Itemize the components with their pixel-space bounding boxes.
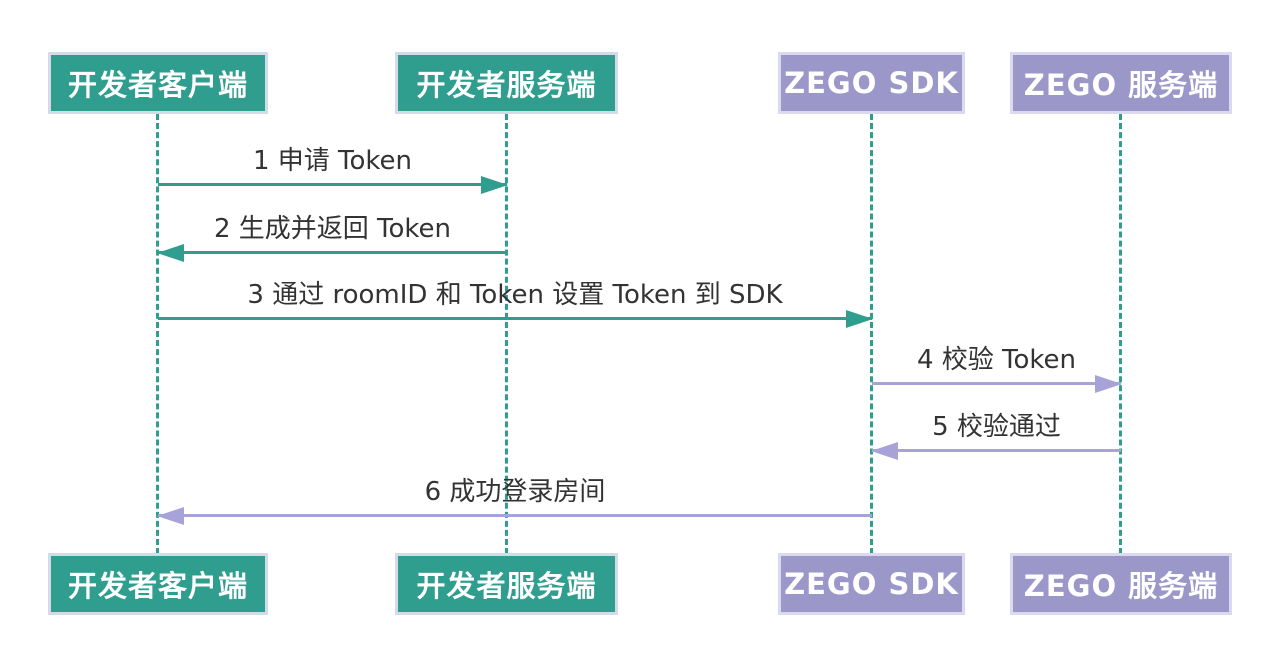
lifeline-zego-server [1119, 114, 1122, 554]
lifeline-zego-sdk [870, 114, 873, 554]
message-arrow [872, 374, 1122, 393]
actor-label: 开发者客户端 [67, 68, 248, 102]
message-1-request-token: 1 申请 Token [158, 140, 508, 194]
message-arrow [871, 441, 1121, 460]
message-arrow [158, 309, 873, 328]
actor-bottom-developer-client: 开发者客户端 [48, 553, 268, 615]
actor-top-developer-client: 开发者客户端 [48, 52, 268, 114]
actor-label: 开发者客户端 [67, 569, 248, 603]
actor-label: ZEGO SDK [784, 567, 959, 601]
message-arrow [157, 243, 507, 262]
actor-bottom-zego-sdk: ZEGO SDK [778, 553, 965, 615]
message-label: 2 生成并返回 Token [213, 214, 452, 244]
lifeline-developer-client [156, 114, 159, 554]
message-6-login-success: 6 成功登录房间 [157, 471, 872, 525]
lifeline-developer-server [505, 114, 508, 554]
message-label: 1 申请 Token [252, 146, 413, 176]
message-arrow [157, 506, 872, 525]
actor-label: ZEGO 服务端 [1023, 569, 1219, 603]
actor-top-zego-sdk: ZEGO SDK [778, 52, 965, 114]
actor-label: 开发者服务端 [416, 68, 597, 102]
arrowhead-left-icon [157, 506, 184, 525]
arrowhead-left-icon [871, 441, 898, 460]
actor-bottom-zego-server: ZEGO 服务端 [1010, 553, 1232, 615]
actor-top-developer-server: 开发者服务端 [395, 52, 618, 114]
arrowhead-left-icon [157, 243, 184, 262]
message-arrow [158, 175, 508, 194]
message-label: 3 通过 roomID 和 Token 设置 Token 到 SDK [247, 280, 783, 310]
message-4-verify-token: 4 校验 Token [872, 339, 1122, 393]
message-5-verify-passed: 5 校验通过 [871, 406, 1121, 460]
message-2-return-token: 2 生成并返回 Token [157, 208, 507, 262]
message-label: 4 校验 Token [916, 345, 1077, 375]
actor-label: 开发者服务端 [416, 569, 597, 603]
message-label: 5 校验通过 [932, 412, 1061, 442]
arrowhead-right-icon [1095, 374, 1122, 393]
arrowhead-right-icon [846, 309, 873, 328]
arrowhead-right-icon [481, 175, 508, 194]
actor-label: ZEGO SDK [784, 66, 959, 100]
actor-label: ZEGO 服务端 [1023, 68, 1219, 102]
message-3-set-token: 3 通过 roomID 和 Token 设置 Token 到 SDK [158, 274, 873, 328]
actor-bottom-developer-server: 开发者服务端 [395, 553, 618, 615]
message-label: 6 成功登录房间 [424, 477, 606, 507]
actor-top-zego-server: ZEGO 服务端 [1010, 52, 1232, 114]
